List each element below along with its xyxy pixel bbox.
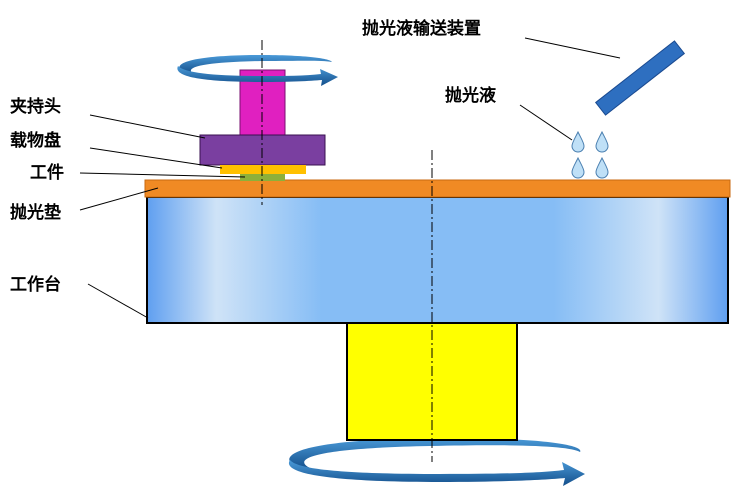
label-feed-device: 抛光液输送装置 [362,18,481,39]
label-carrier-plate: 载物盘 [10,130,61,151]
leader-lines [79,37,621,319]
droplet-icon [571,156,585,179]
droplet-icon [571,130,585,153]
label-holder-head: 夹持头 [10,96,61,117]
head-rotation-arrow-front [177,66,338,86]
droplet-icon [595,156,609,179]
carrier-shim [220,165,306,174]
label-worktable: 工作台 [10,274,61,295]
slurry-feed-nozzle [594,40,686,116]
polishing-pad [144,179,731,198]
head-rotation-arrow [179,55,332,74]
label-polishing-pad: 抛光垫 [10,202,61,223]
label-workpiece: 工件 [30,162,64,183]
slurry-droplets [571,130,609,179]
table-rotation-arrow-front [288,460,585,486]
workpiece [240,174,285,181]
label-slurry: 抛光液 [445,85,496,106]
table-rotation-arrow [289,437,581,470]
worktable [146,196,729,324]
droplet-icon [595,130,609,153]
